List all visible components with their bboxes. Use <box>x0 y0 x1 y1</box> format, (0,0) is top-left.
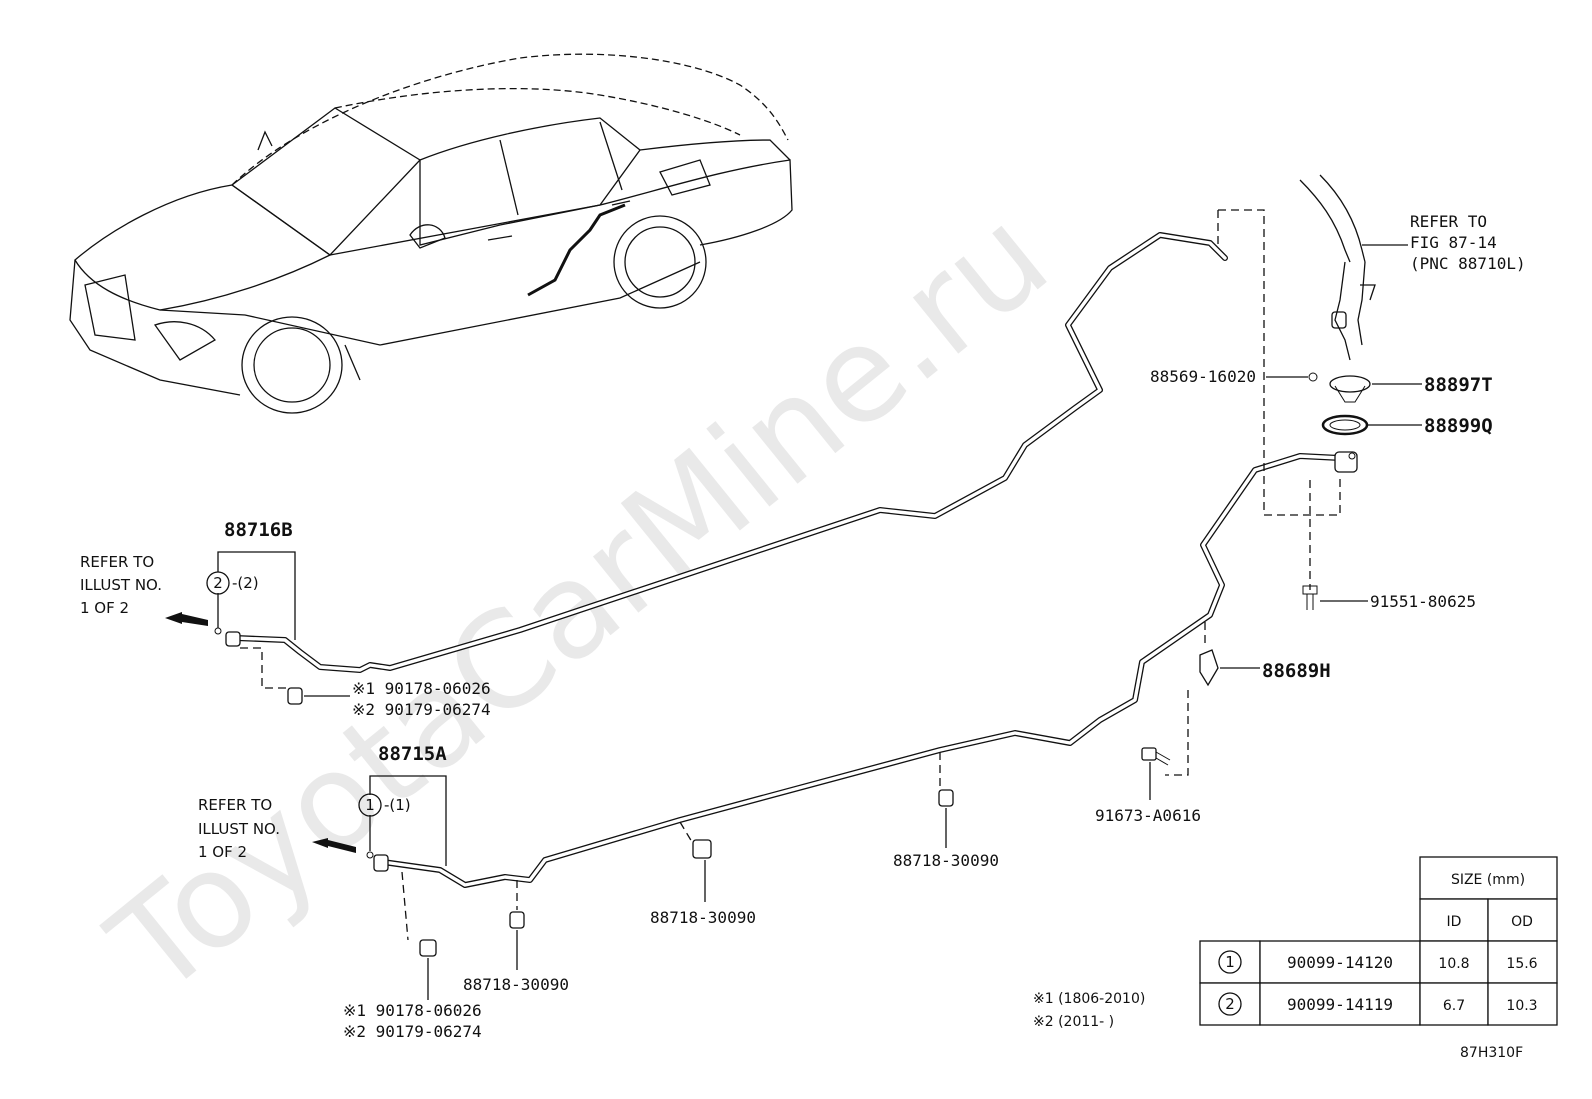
arrow-left-lower <box>312 838 356 853</box>
pipe-end-fitting-lower <box>373 854 389 872</box>
clip-90178-lower <box>401 871 437 1000</box>
part-88716B: 88716B <box>224 519 293 541</box>
clip-88718-c <box>938 752 954 848</box>
size-header: SIZE (mm) <box>1451 872 1525 888</box>
bracket-88716B <box>217 551 296 640</box>
note-1: ※1 (1806-2010) <box>1033 991 1145 1007</box>
svg-text:REFER TO: REFER TO <box>198 796 272 814</box>
row1-part: 90099-14120 <box>1287 953 1393 972</box>
size-col-id: ID <box>1447 914 1462 930</box>
part-88897T: 88897T <box>1424 374 1493 396</box>
upper-fuel-pipe <box>233 232 1228 673</box>
row2-od: 10.3 <box>1506 998 1537 1014</box>
row2-part: 90099-14119 <box>1287 995 1393 1014</box>
refer-note-top-right: REFER TO FIG 87-14 (PNC 88710L) <box>1410 212 1526 273</box>
row1-mark: 1 <box>1225 953 1235 971</box>
svg-text:1 OF 2: 1 OF 2 <box>198 843 247 861</box>
part-88718-30090-a: 88718-30090 <box>463 975 569 994</box>
svg-text:(PNC 88710L): (PNC 88710L) <box>1410 254 1526 273</box>
note-2: ※2 (2011- ) <box>1033 1014 1114 1030</box>
bolt-91551 <box>1302 585 1368 610</box>
circle-ref-1 <box>358 793 382 817</box>
part-91551-80625: 91551-80625 <box>1370 592 1476 611</box>
oring-left-lower <box>366 851 374 859</box>
size-table: SIZE (mm) ID OD 1 90099-14120 10.8 15.6 … <box>1199 856 1558 1026</box>
circle-ref-2 <box>206 571 230 595</box>
svg-text:ILLUST NO.: ILLUST NO. <box>80 576 162 594</box>
figure-code: 87H310F <box>1460 1045 1523 1061</box>
refer-note-left-upper: REFER TO ILLUST NO. 1 OF 2 <box>80 553 162 617</box>
arrow-left-upper <box>165 612 208 626</box>
lower-fuel-pipe <box>380 453 1343 888</box>
filler-neck-assembly <box>1299 174 1376 361</box>
row2-id: 6.7 <box>1443 998 1465 1014</box>
svg-text:ILLUST NO.: ILLUST NO. <box>198 820 280 838</box>
svg-text:REFER TO: REFER TO <box>80 553 154 571</box>
clip-90178-upper <box>240 647 350 705</box>
row1-id: 10.8 <box>1438 956 1469 972</box>
size-col-od: OD <box>1511 914 1533 930</box>
clip-upper-line1: ※1 90178-06026 <box>352 679 491 698</box>
svg-text:1 OF 2: 1 OF 2 <box>80 599 129 617</box>
svg-text:REFER TO: REFER TO <box>1410 212 1487 231</box>
bracket-88715A <box>369 775 447 866</box>
circle-ref-1-mark: 1 <box>365 796 375 814</box>
part-91673-A0616: 91673-A0616 <box>1095 806 1201 825</box>
clip-88718-a <box>509 880 525 970</box>
oring-left-upper <box>214 627 222 635</box>
part-88718-30090-c: 88718-30090 <box>893 851 999 870</box>
bolt-91673 <box>1141 747 1171 800</box>
car-illustration <box>69 53 793 414</box>
circle-ref-2-suffix: -(2) <box>232 574 259 592</box>
part-88899Q: 88899Q <box>1424 415 1493 437</box>
pipe-end-fitting-upper <box>225 631 241 647</box>
clip-lower-line1: ※1 90178-06026 <box>343 1001 482 1020</box>
oring-88569 <box>1308 372 1318 382</box>
clip-88718-b <box>679 821 712 902</box>
row1-od: 15.6 <box>1506 956 1537 972</box>
part-88718-30090-b: 88718-30090 <box>650 908 756 927</box>
part-88569-16020: 88569-16020 <box>1150 367 1256 386</box>
part-88689H: 88689H <box>1262 660 1331 682</box>
circle-ref-2-mark: 2 <box>213 574 223 592</box>
refer-note-left-lower: REFER TO ILLUST NO. 1 OF 2 <box>198 796 280 861</box>
svg-text:FIG 87-14: FIG 87-14 <box>1410 233 1497 252</box>
88899Q-gasket <box>1321 414 1369 436</box>
88897T-ring <box>1329 375 1371 393</box>
part-88715A: 88715A <box>378 743 447 765</box>
row2-mark: 2 <box>1225 995 1235 1013</box>
clamp-88689H <box>1165 622 1260 776</box>
clip-upper-line2: ※2 90179-06274 <box>352 700 491 719</box>
circle-ref-1-suffix: -(1) <box>384 796 411 814</box>
clip-lower-line2: ※2 90179-06274 <box>343 1022 482 1041</box>
